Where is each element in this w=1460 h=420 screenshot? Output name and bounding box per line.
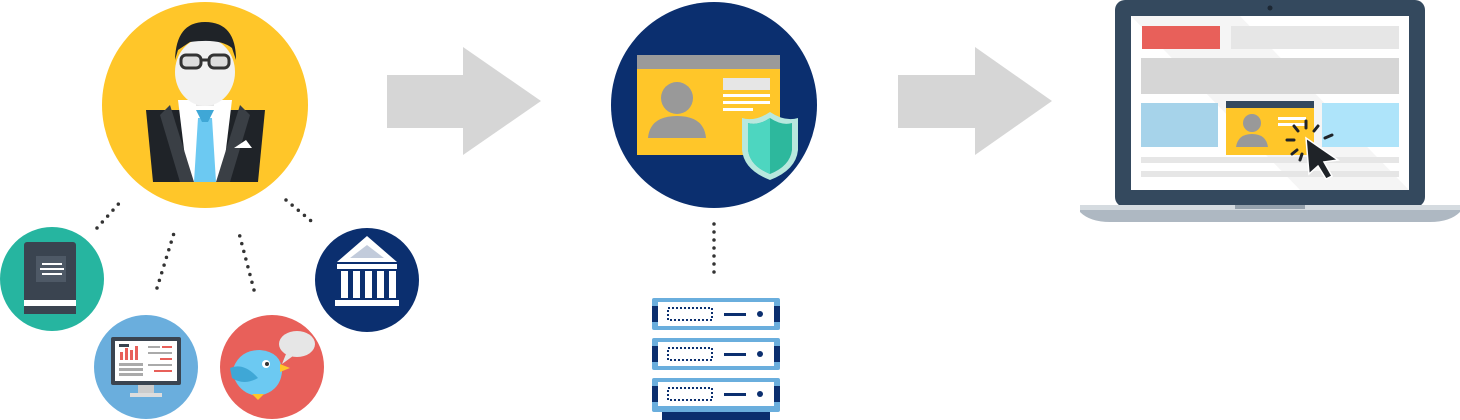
laptop-webpage-icon xyxy=(1080,0,1460,222)
cursor-click-icon xyxy=(1285,119,1341,180)
server-unit xyxy=(652,378,780,420)
book-icon xyxy=(0,227,104,331)
server-rack-icon xyxy=(652,298,780,420)
secure-id-card-icon xyxy=(611,2,817,208)
dotted-connectors xyxy=(95,198,716,292)
businessman-icon xyxy=(102,2,308,208)
bank-icon xyxy=(315,228,419,332)
bird-chat-icon xyxy=(220,315,324,419)
server-unit xyxy=(652,298,780,330)
arrow-right-1 xyxy=(387,47,541,155)
server-unit xyxy=(652,338,780,370)
analytics-monitor-icon xyxy=(94,315,198,419)
arrow-right-2 xyxy=(898,47,1052,155)
